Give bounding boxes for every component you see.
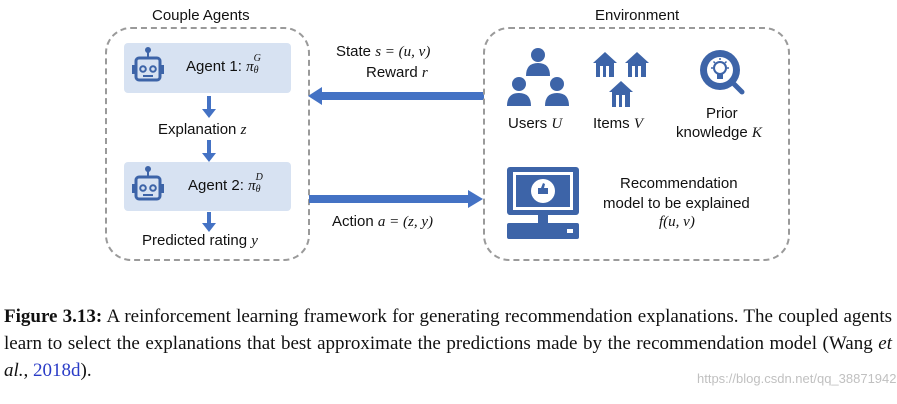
- items-icon: [593, 52, 649, 107]
- caption-text: A reinforcement learning framework for g…: [4, 306, 893, 354]
- explanation-to-agent2-arrow: [202, 140, 216, 162]
- watermark: https://blog.csdn.net/qq_38871942: [697, 371, 897, 386]
- caption-etal: et al.: [4, 333, 892, 381]
- figure-caption: Figure 3.13: A reinforcement learning fr…: [4, 306, 893, 381]
- couple-agents-box: [105, 27, 310, 261]
- explanation-label: Explanation z: [158, 121, 247, 138]
- state-reward-arrow: [308, 87, 484, 105]
- predicted-rating-label: Predicted rating y: [142, 232, 258, 249]
- agent2-box: [124, 162, 291, 211]
- robot-icon: [132, 47, 164, 82]
- model-label-line1: Recommendation: [620, 175, 738, 192]
- action-arrow: [309, 190, 483, 208]
- model-label-line2: model to be explained: [603, 195, 750, 212]
- prior-label-line2: knowledge K: [676, 124, 762, 141]
- citation-link[interactable]: 2018d: [33, 360, 81, 381]
- environment-title: Environment: [595, 7, 680, 24]
- lightbulb-icon: [700, 50, 745, 95]
- robot-icon: [132, 166, 164, 201]
- environment-box: [483, 27, 790, 261]
- agent2-to-rating-arrow: [202, 212, 216, 232]
- items-label: Items V: [593, 115, 644, 132]
- state-label: State s = (u, v): [336, 43, 431, 60]
- couple-agents-title: Couple Agents: [152, 7, 250, 24]
- action-label: Action a = (z, y): [332, 213, 433, 230]
- users-label: Users U: [508, 115, 563, 132]
- reward-label: Reward r: [366, 64, 428, 81]
- figure-label: Figure 3.13:: [4, 306, 103, 327]
- users-icon: [507, 48, 569, 106]
- model-label-line3: f(u, v): [659, 214, 695, 230]
- agent1-to-explanation-arrow: [202, 96, 216, 118]
- computer-icon: [507, 167, 579, 239]
- prior-label-line1: Prior: [706, 105, 738, 122]
- agent1-box: [124, 43, 291, 93]
